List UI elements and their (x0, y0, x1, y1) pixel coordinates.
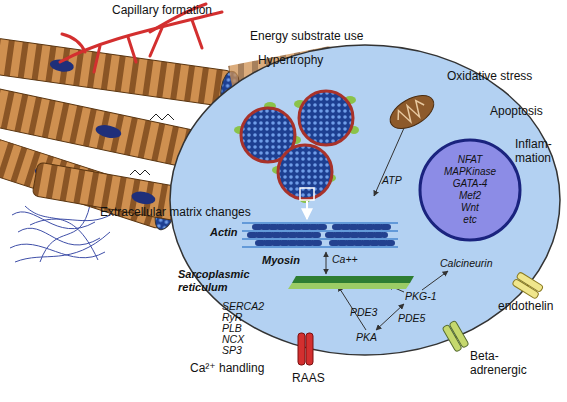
transcription-factor: Wnt (461, 202, 479, 214)
enzyme-label: PKA (356, 331, 377, 343)
process-label: Hypertrophy (258, 54, 323, 68)
process-label: Extracellular matrix changes (100, 206, 251, 220)
extracellular-matrix (10, 205, 112, 262)
reticulum-membrane (292, 276, 414, 283)
zoom-arrow (306, 201, 308, 219)
cardiomyocyte-cell (170, 45, 560, 355)
nucleus-shape (420, 140, 520, 240)
receptor-label: RAAS (292, 372, 325, 386)
enzyme-label: PDE3 (350, 306, 377, 318)
process-label: Inflam- mation (515, 138, 561, 166)
structure-label: Myosin (262, 254, 300, 267)
ion-label: Ca++ (332, 253, 358, 265)
process-label: Oxidative stress (447, 70, 532, 84)
process-label: Ca²⁺ handling (190, 362, 264, 376)
process-label: Capillary formation (112, 4, 212, 18)
reticulum-band: Sarcoplasmic reticulum (178, 266, 418, 300)
zoom-square (300, 188, 314, 200)
transcription-factor: NFAT (458, 154, 483, 166)
process-label: Apoptosis (490, 105, 543, 119)
enzyme-label: PKG-1 (405, 290, 437, 302)
protein-label: SP3 (222, 344, 242, 356)
calcium-arrow (326, 252, 327, 274)
mitochondrion (385, 89, 440, 136)
myofibril-bundles (234, 91, 359, 203)
protein-label: PLB (222, 322, 242, 334)
raas-receptor (298, 333, 313, 365)
molecule-label: ATP (382, 174, 402, 186)
transcription-factor: MAPKinase (444, 166, 496, 178)
protein-label: NCX (222, 333, 244, 345)
structure-label: Actin (210, 226, 238, 239)
transcription-factor: etc (463, 214, 476, 226)
endothelin-receptor (512, 272, 544, 300)
beta-adrenergic-receptor (442, 320, 469, 352)
receptor-label: Beta- adrenergic (470, 350, 536, 378)
reticulum-label: Sarcoplasmic reticulum (178, 268, 262, 294)
enzyme-label: PDE5 (398, 312, 425, 324)
transcription-factor: Mef2 (459, 190, 481, 202)
enzyme-label: Calcineurin (440, 257, 493, 269)
protein-label: SERCA2 (222, 300, 264, 312)
atp-arrow (374, 128, 404, 196)
protein-label: RyR (222, 311, 242, 323)
process-label: Energy substrate use (250, 30, 363, 44)
myosin-filaments (242, 223, 398, 247)
transcription-factor: GATA-4 (453, 178, 488, 190)
nucleus-text-group: NFATMAPKinaseGATA-4Mef2Wntetc (418, 138, 522, 242)
reticulum-lumen (288, 283, 410, 289)
nucleus-circle: NFATMAPKinaseGATA-4Mef2Wntetc (418, 138, 522, 242)
receptor-label: endothelin (498, 300, 553, 314)
capillaries (60, 4, 222, 72)
